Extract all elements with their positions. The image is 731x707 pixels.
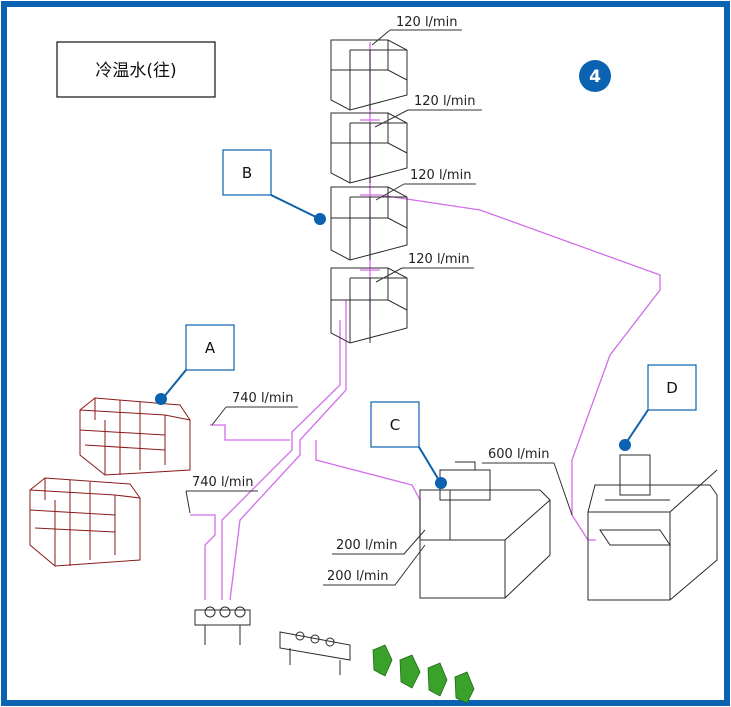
flow-label-1-text: 120 l/min	[396, 15, 457, 30]
flow-label-5-text: 740 l/min	[232, 391, 293, 406]
flow-label-5: 740 l/min	[211, 391, 298, 426]
machine-d	[587, 454, 718, 601]
header-1	[194, 606, 251, 645]
flow-label-7: 600 l/min	[482, 447, 573, 516]
unit-1	[330, 39, 408, 111]
title-box: 冷温水(往)	[56, 41, 216, 98]
header-2	[279, 631, 351, 675]
unit-4	[330, 267, 408, 344]
step-badge: 4	[579, 60, 611, 92]
flow-label-4-text: 120 l/min	[408, 252, 469, 267]
flow-label-6: 740 l/min	[185, 475, 258, 514]
callout-b-label: B	[242, 164, 252, 182]
flow-label-4: 120 l/min	[375, 252, 474, 283]
flow-label-9-text: 200 l/min	[327, 569, 388, 584]
callout-d-label: D	[666, 379, 678, 397]
chiller-lower	[29, 477, 141, 567]
callout-b: B	[222, 149, 326, 225]
flow-label-1: 120 l/min	[371, 15, 462, 46]
callout-a-label: A	[205, 339, 216, 357]
pump-group	[372, 644, 475, 704]
flow-label-2-text: 120 l/min	[414, 94, 475, 109]
chiller-group-a	[29, 397, 191, 567]
step-badge-number: 4	[589, 67, 601, 87]
unit-2	[330, 112, 408, 184]
unit-3	[330, 186, 408, 261]
flow-label-8-text: 200 l/min	[336, 538, 397, 553]
machine-c	[419, 461, 551, 599]
callout-c-label: C	[390, 416, 400, 434]
flow-label-7-text: 600 l/min	[488, 447, 549, 462]
flow-label-2: 120 l/min	[374, 94, 482, 128]
flow-label-6-text: 740 l/min	[192, 475, 253, 490]
callout-a: A	[155, 324, 235, 405]
callout-d: D	[619, 364, 697, 451]
diagram-title: 冷温水(往)	[95, 61, 176, 81]
callout-c: C	[370, 401, 447, 489]
flow-label-9: 200 l/min	[323, 544, 426, 586]
chiller-upper	[79, 397, 191, 476]
flow-label-3-text: 120 l/min	[410, 168, 471, 183]
flow-label-8: 200 l/min	[332, 529, 426, 555]
stacked-units	[330, 39, 408, 344]
flow-label-3: 120 l/min	[375, 168, 476, 201]
